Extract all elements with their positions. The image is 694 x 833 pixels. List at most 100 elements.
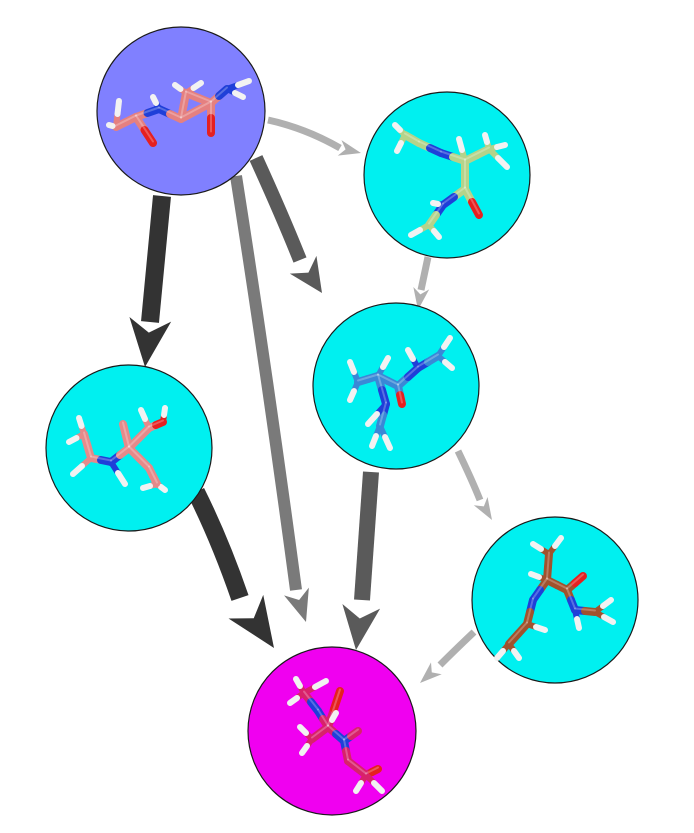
arrow-head — [473, 497, 492, 520]
state-4-molecule-structure — [347, 335, 455, 451]
arrow-shaft — [267, 116, 342, 152]
arrow-head — [289, 255, 322, 293]
bond-highlight — [397, 365, 419, 386]
bond-segment — [530, 541, 544, 552]
bond-segment — [235, 78, 252, 88]
arrow-shaft — [437, 629, 477, 668]
arrow-head — [337, 140, 361, 156]
state-3-node — [45, 364, 213, 532]
bond-segment — [396, 391, 406, 408]
bond-segment — [441, 335, 453, 350]
bond-highlight — [180, 100, 212, 119]
bond-highlight — [115, 114, 137, 127]
bond-highlight — [317, 708, 329, 727]
bond-segment — [330, 687, 344, 713]
bond-highlight — [122, 421, 130, 448]
bond-highlight — [128, 425, 150, 448]
arrow-shaft — [354, 471, 379, 601]
bond-segment — [552, 535, 564, 549]
bond-highlight — [110, 445, 130, 462]
arrow-head — [413, 287, 430, 310]
bond-highlight — [464, 146, 490, 161]
bond-segment — [574, 616, 582, 631]
bond-segment — [347, 388, 357, 403]
bond-highlight — [83, 431, 92, 458]
bond-segment — [371, 780, 385, 794]
bond-segment — [115, 470, 128, 487]
bond-segment — [382, 434, 393, 451]
bond-segment — [66, 435, 80, 445]
flux-edges — [129, 116, 492, 683]
bond-highlight — [347, 758, 367, 775]
arrow-head — [420, 662, 442, 683]
bond-segment — [482, 132, 490, 145]
bond-highlight — [148, 465, 158, 484]
bond-segment — [76, 415, 85, 429]
state-6-molecule-structure — [287, 676, 385, 794]
bond-highlight — [148, 419, 164, 428]
bond-segment — [408, 227, 423, 238]
bond-highlight — [464, 186, 480, 215]
bond-segment — [297, 724, 309, 736]
bond-highlight — [546, 577, 568, 590]
bond-highlight — [440, 150, 466, 161]
bond-highlight — [526, 597, 534, 624]
state-4-node — [312, 302, 480, 470]
state-3-molecule-structure — [66, 405, 168, 493]
bond-segment — [442, 359, 455, 371]
bond-segment — [172, 82, 184, 92]
flux-arrow-state-4-to-state-6 — [342, 471, 381, 650]
bond-highlight — [343, 738, 349, 761]
bond-highlight — [135, 106, 160, 117]
bond-highlight — [442, 186, 466, 205]
bond-highlight — [327, 688, 341, 727]
bond-segment — [119, 420, 130, 440]
arrow-shaft — [454, 449, 484, 502]
flux-arrow-state-1-to-state-6 — [230, 175, 309, 622]
bond-segment — [495, 155, 510, 170]
bond-segment — [106, 122, 116, 129]
bond-segment — [533, 624, 548, 633]
bond-highlight — [185, 90, 212, 103]
bond-highlight — [377, 373, 387, 404]
bond-segment — [405, 347, 416, 362]
bond-segment — [347, 727, 362, 740]
bond-segment — [114, 98, 122, 117]
bond-segment — [140, 483, 153, 491]
state-6-node — [247, 646, 417, 816]
bond-segment — [528, 571, 542, 580]
bond-highlight — [418, 140, 442, 153]
bond-segment — [365, 411, 380, 427]
bond-segment — [70, 463, 85, 477]
bond-segment — [511, 648, 522, 661]
arrow-shaft — [417, 256, 432, 291]
bond-highlight — [180, 90, 187, 119]
bond-highlight — [508, 621, 528, 644]
bond-highlight — [532, 577, 548, 600]
state-nodes — [45, 26, 639, 816]
bond-segment — [287, 695, 300, 706]
bond-segment — [601, 614, 616, 625]
arrow-shaft — [249, 155, 307, 263]
state-2-molecule-structure — [392, 122, 510, 240]
bond-segment — [456, 136, 465, 153]
flux-arrow-state-2-to-state-4 — [413, 256, 432, 310]
bond-segment — [369, 433, 379, 449]
arrow-head — [284, 587, 309, 622]
bond-segment — [150, 94, 159, 106]
bond-segment — [293, 676, 303, 689]
arrow-shaft — [230, 175, 302, 591]
bond-highlight — [311, 724, 329, 739]
bond-highlight — [158, 106, 182, 119]
flux-arrow-state-3-to-state-6 — [187, 487, 274, 648]
bond-segment — [431, 228, 442, 240]
bond-highlight — [90, 455, 112, 462]
bond-segment — [392, 122, 403, 133]
bond-highlight — [397, 383, 403, 404]
arrow-shaft — [141, 195, 171, 323]
bond-highlight — [135, 114, 154, 143]
state-2-node — [363, 91, 531, 259]
bond-segment — [600, 597, 614, 609]
bond-highlight — [566, 587, 576, 610]
